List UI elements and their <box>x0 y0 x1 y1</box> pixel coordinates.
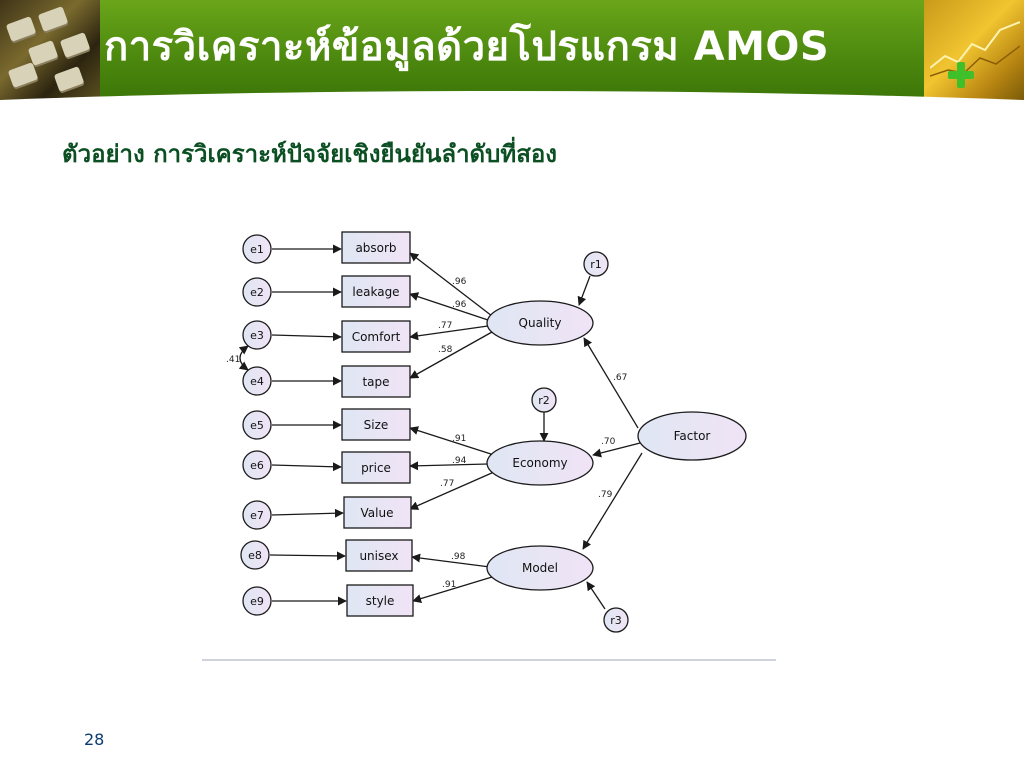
second-order-loading-label: .70 <box>601 437 616 447</box>
slide-subtitle: ตัวอย่าง การวิเคราะห์ปัจจัยเชิงยืนยันลำด… <box>62 140 557 168</box>
header-curve <box>0 91 1024 118</box>
error-terms <box>240 234 272 616</box>
error-label: e9 <box>250 595 264 608</box>
loading-label: .96 <box>452 300 467 310</box>
loading-label: .77 <box>438 321 452 331</box>
error-label: e3 <box>250 329 264 342</box>
residual-terms <box>531 251 629 633</box>
observed-label: Size <box>364 418 389 432</box>
error-label: e1 <box>250 243 264 256</box>
factor-label: Model <box>522 561 558 575</box>
loading-label: .96 <box>452 277 467 287</box>
residual-label: r1 <box>590 258 602 271</box>
observed-label: Comfort <box>352 330 401 344</box>
error-label: e5 <box>250 419 264 432</box>
covariance-label: .41 <box>226 355 240 365</box>
error-label: e2 <box>250 286 264 299</box>
cfa-path-diagram: e1 e2 e3 e4 e5 e6 e7 e8 e9 absorb leakag… <box>202 207 776 661</box>
loading-label: .94 <box>452 456 467 466</box>
loading-label: .98 <box>451 552 466 562</box>
error-label: e7 <box>250 509 264 522</box>
residual-label: r2 <box>538 394 550 407</box>
slide-title: การวิเคราะห์ข้อมูลด้วยโปรแกรม AMOS <box>104 24 830 70</box>
loading-label: .58 <box>438 345 453 355</box>
observed-label: price <box>361 461 391 475</box>
loading-label: .77 <box>440 479 454 489</box>
plus-icon <box>948 62 974 88</box>
error-label: e8 <box>248 549 262 562</box>
latent-factors <box>486 300 747 591</box>
observed-label: Value <box>361 506 394 520</box>
loading-label: .91 <box>452 434 466 444</box>
residual-label: r3 <box>610 614 622 627</box>
keyboard-photo <box>0 0 100 100</box>
loading-label: .91 <box>442 580 456 590</box>
second-order-factor-label: Factor <box>674 429 711 443</box>
factor-label: Economy <box>512 456 567 470</box>
second-order-loading-label: .79 <box>598 490 613 500</box>
page-number: 28 <box>84 730 105 749</box>
observed-label: unisex <box>359 549 398 563</box>
observed-label: leakage <box>352 285 399 299</box>
observed-label: style <box>366 594 395 608</box>
observed-label: tape <box>362 375 389 389</box>
error-label: e6 <box>250 459 264 472</box>
second-order-loading-label: .67 <box>613 373 627 383</box>
slide-header: การวิเคราะห์ข้อมูลด้วยโปรแกรม AMOS <box>0 0 1024 100</box>
observed-variables <box>341 231 414 617</box>
error-label: e4 <box>250 375 264 388</box>
diagram-divider <box>202 659 776 661</box>
factor-label: Quality <box>519 316 562 330</box>
stock-chart-photo <box>924 0 1024 100</box>
trend-line-icon <box>930 21 1020 77</box>
observed-label: absorb <box>355 241 396 255</box>
